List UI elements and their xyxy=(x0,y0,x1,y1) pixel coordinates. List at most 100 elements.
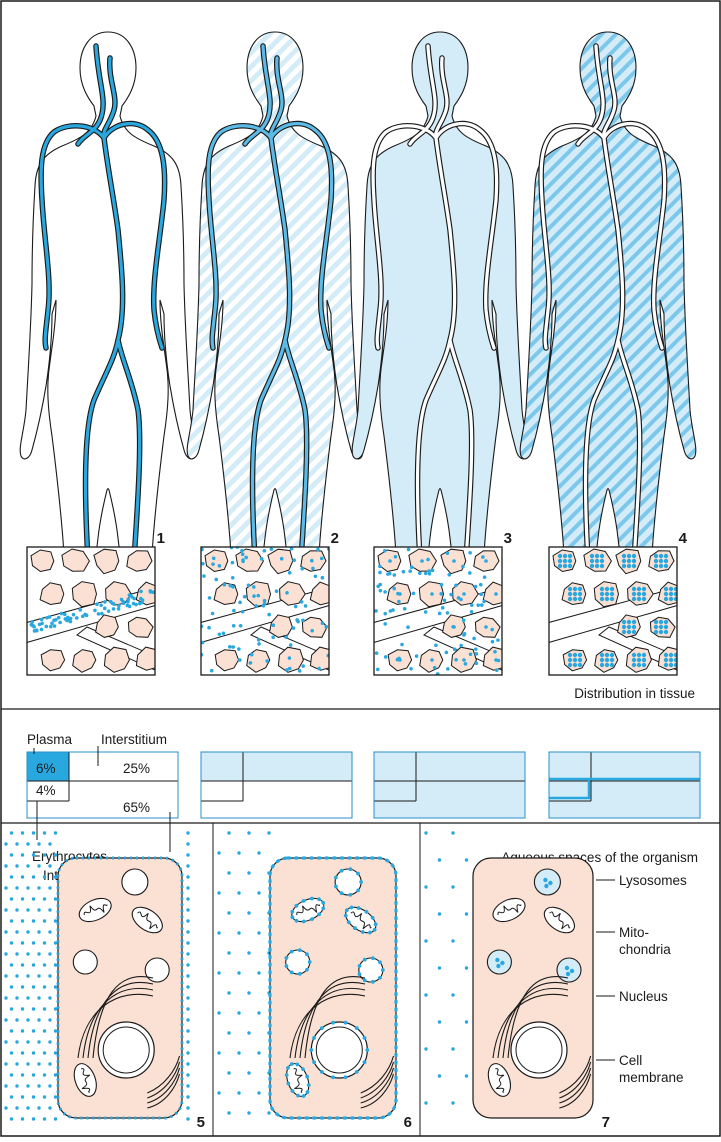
cell-dot xyxy=(664,554,668,558)
extracellular-dot xyxy=(43,1095,46,1098)
extracellular-dot xyxy=(37,996,40,999)
cell-dot xyxy=(578,663,582,667)
extracellular-dot xyxy=(186,1117,189,1120)
cell-dot xyxy=(563,554,567,558)
extracellular-dot xyxy=(247,1031,250,1034)
intracellular-percent: 65% xyxy=(123,800,150,815)
interstitial-dot xyxy=(482,600,486,604)
cell-dot xyxy=(664,587,668,591)
extracellular-dot xyxy=(186,875,189,878)
interstitial-dot xyxy=(232,609,236,613)
interstitial-dot xyxy=(490,628,494,632)
cell-dot xyxy=(637,663,641,667)
plasma-dot xyxy=(99,603,103,607)
lysosome xyxy=(534,869,560,895)
nucleus-dot xyxy=(331,1075,335,1079)
extracellular-fill xyxy=(374,752,525,781)
extracellular-dot xyxy=(48,908,51,911)
interstitial-dot xyxy=(439,592,443,596)
extracellular-dot xyxy=(186,908,189,911)
extracellular-dot xyxy=(186,1062,189,1065)
extracellular-dot xyxy=(451,1047,454,1050)
interstitial-dot xyxy=(462,633,466,637)
interstitial-dot xyxy=(249,661,253,665)
cell-dot xyxy=(659,620,663,624)
interstitial-dot xyxy=(392,587,396,591)
extracellular-dot xyxy=(186,996,189,999)
cell-dot xyxy=(659,630,663,634)
interstitial-dot xyxy=(480,603,484,607)
lysosome-dot xyxy=(543,878,547,882)
interstitial-dot xyxy=(310,629,314,633)
extracellular-dot xyxy=(257,851,260,854)
interstitial-dot xyxy=(453,648,457,652)
extracellular-dot xyxy=(186,963,189,966)
interstitial-dot xyxy=(289,643,293,647)
extracellular-dot xyxy=(15,1018,18,1021)
extracellular-dot xyxy=(37,1084,40,1087)
interstitial-dot xyxy=(310,559,314,563)
extracellular-dot xyxy=(26,908,29,911)
cell-dot xyxy=(637,653,641,657)
extracellular-dot xyxy=(37,886,40,889)
extracellular-dot xyxy=(32,941,35,944)
extracellular-dot xyxy=(43,1051,46,1054)
interstitial-dot xyxy=(446,552,450,556)
interstitial-dot xyxy=(383,549,387,553)
extracellular-dot xyxy=(465,966,468,969)
extracellular-dot xyxy=(21,985,24,988)
lysosome-dot xyxy=(334,876,338,880)
plasma-dot xyxy=(69,617,73,621)
interstitial-dot xyxy=(406,625,410,629)
extracellular-dot xyxy=(32,1095,35,1098)
extracellular-dot xyxy=(10,1117,13,1120)
interstitial-dot xyxy=(397,600,401,604)
membrane-label-2: membrane xyxy=(619,1070,684,1085)
lysosome-dot xyxy=(298,972,302,976)
interstitial-dot xyxy=(470,603,474,607)
cell-dot xyxy=(632,592,636,596)
cell-dot xyxy=(659,564,663,568)
interstitial-dot xyxy=(403,607,407,611)
extracellular-dot xyxy=(186,919,189,922)
interstitial-dot xyxy=(238,658,242,662)
interstitial-dot xyxy=(475,661,479,665)
extracellular-dot xyxy=(217,1091,220,1094)
cell-dot xyxy=(632,597,636,601)
extracellular-dot xyxy=(227,1111,230,1114)
extracellular-dot xyxy=(424,939,427,942)
cell-dot xyxy=(642,653,646,657)
interstitial-dot xyxy=(296,620,300,624)
plasma-dot xyxy=(35,629,39,633)
interstitial-dot xyxy=(231,585,235,589)
extracellular-dot xyxy=(257,931,260,934)
extracellular-dot xyxy=(186,1007,189,1010)
interstitial-dot xyxy=(408,569,412,573)
nucleus-dot xyxy=(331,1021,335,1025)
extracellular-dot xyxy=(257,971,260,974)
interstitial-dot xyxy=(431,569,435,573)
interstitial-dot xyxy=(231,645,235,649)
lysosome-dot xyxy=(290,970,294,974)
mitochondria-label-1: Mito- xyxy=(619,925,649,940)
extracellular-dot xyxy=(186,952,189,955)
plasma-dot xyxy=(126,598,130,602)
cell-dot xyxy=(664,592,668,596)
cell-dot xyxy=(632,587,636,591)
plasma-dot xyxy=(30,623,34,627)
cell-dot xyxy=(600,587,604,591)
plasma-dot xyxy=(63,613,67,617)
cell-dot xyxy=(669,597,673,601)
extracellular-dot xyxy=(48,974,51,977)
interstitial-dot xyxy=(320,557,324,561)
plasma-dot xyxy=(44,625,48,629)
interstitial-dot xyxy=(481,555,485,559)
interstitial-dot xyxy=(257,642,261,646)
extracellular-dot xyxy=(4,974,7,977)
lysosome-dot xyxy=(348,893,352,897)
interstitial-dot xyxy=(493,650,497,654)
extracellular-dot xyxy=(10,897,13,900)
interstitial-dot xyxy=(470,610,474,614)
extracellular-dot xyxy=(10,963,13,966)
interstitial-dot xyxy=(207,626,211,630)
